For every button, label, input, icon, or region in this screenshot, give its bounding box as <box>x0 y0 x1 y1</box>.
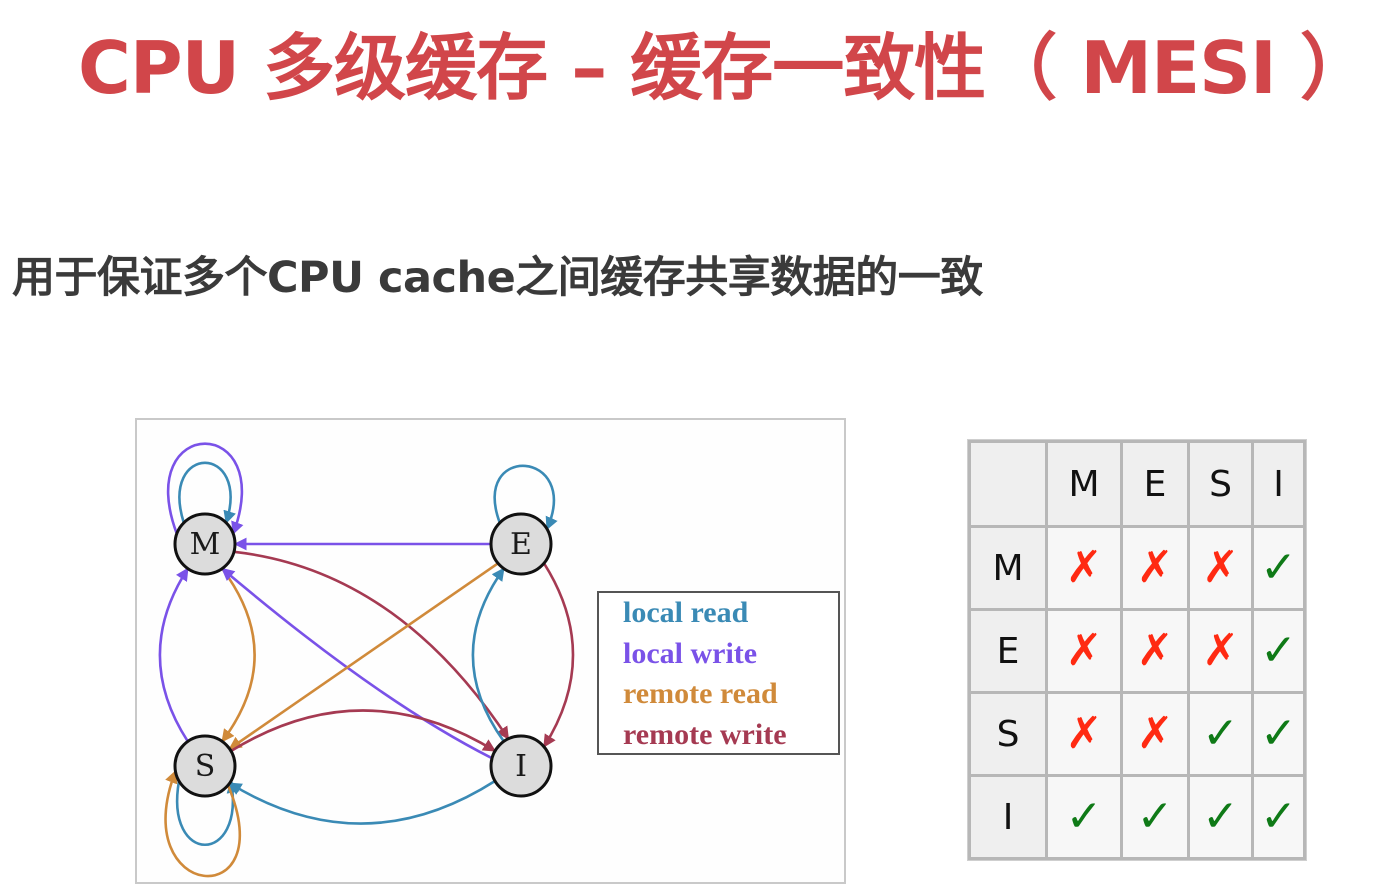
check-icon: ✓ <box>1260 541 1297 593</box>
matrix-cell: ✓ <box>1187 774 1254 860</box>
matrix-row-m: M ✗ ✗ ✗ ✓ <box>968 525 1306 611</box>
cross-icon: ✗ <box>1065 624 1103 676</box>
check-icon: ✓ <box>1065 790 1103 842</box>
edge-s-to-s-local-read <box>175 779 240 847</box>
state-node-circle <box>173 512 237 576</box>
cross-icon: ✗ <box>1065 707 1103 759</box>
cross-icon: ✗ <box>1202 541 1239 593</box>
matrix-cell: ✓ <box>1251 691 1306 777</box>
edge-i-to-m-local-write <box>221 567 493 760</box>
matrix-col-header: E <box>1120 440 1190 528</box>
state-node-e: E <box>489 512 553 576</box>
state-node-label: M <box>190 527 221 562</box>
check-icon: ✓ <box>1260 790 1297 842</box>
matrix-cell: ✓ <box>1120 774 1190 860</box>
cross-icon: ✗ <box>1136 624 1174 676</box>
matrix-row-s: S ✗ ✗ ✓ ✓ <box>968 691 1306 777</box>
cross-icon: ✗ <box>1065 541 1103 593</box>
edge-s-to-m-local-write <box>158 567 189 743</box>
state-node-circle <box>489 734 553 798</box>
mesi-compatibility-matrix: M E S I M✗✗✗✓E✗✗✗✓S✗✗✓✓I✓✓✓✓ <box>968 440 1306 860</box>
check-icon: ✓ <box>1136 790 1174 842</box>
edge-m-to-m-local-read <box>178 461 236 525</box>
matrix-cell: ✗ <box>1187 525 1254 611</box>
matrix-cell: ✗ <box>1045 608 1123 694</box>
edges-layer <box>158 442 575 878</box>
slide-subtitle: 用于保证多个CPU cache之间缓存共享数据的一致 <box>12 253 983 303</box>
edge-s-to-i-remote-write <box>230 709 497 753</box>
legend-item-local-read: local read <box>623 596 749 629</box>
legend-item-remote-write: remote write <box>623 717 787 751</box>
edge-m-to-i-remote-write <box>233 550 510 740</box>
matrix-row-header: E <box>968 608 1048 694</box>
matrix-row-header: S <box>968 691 1048 777</box>
edge-m-to-s-remote-read <box>221 567 256 743</box>
matrix-cell: ✓ <box>1251 774 1306 860</box>
matrix-corner-cell <box>968 440 1048 528</box>
matrix-cell: ✗ <box>1045 691 1123 777</box>
matrix-row-e: E ✗ ✗ ✗ ✓ <box>968 608 1306 694</box>
edge-m-to-m-local-write <box>166 442 244 535</box>
state-node-circle <box>489 512 553 576</box>
matrix-cell: ✗ <box>1120 691 1190 777</box>
matrix-cell: ✓ <box>1251 608 1306 694</box>
edge-i-to-e-local-read <box>471 567 505 743</box>
matrix-row-header: M <box>968 525 1048 611</box>
check-icon: ✓ <box>1260 707 1297 759</box>
matrix-header-row: M E S I <box>968 440 1306 528</box>
matrix-cell: ✗ <box>1120 525 1190 611</box>
matrix-cell: ✗ <box>1045 525 1123 611</box>
cross-icon: ✗ <box>1136 707 1174 759</box>
state-node-label: S <box>195 749 216 784</box>
check-icon: ✓ <box>1202 707 1239 759</box>
state-node-label: I <box>515 749 527 784</box>
edge-i-to-s-local-read <box>228 779 496 825</box>
cross-icon: ✗ <box>1202 624 1239 676</box>
matrix-row-header: I <box>968 774 1048 860</box>
edge-e-to-s-remote-read <box>228 562 499 750</box>
matrix-cell: ✗ <box>1187 608 1254 694</box>
matrix-cell: ✓ <box>1251 525 1306 611</box>
edge-s-to-s-remote-read <box>164 769 242 878</box>
legend-item-local-write: local write <box>623 636 758 670</box>
matrix-cell: ✗ <box>1120 608 1190 694</box>
state-node-label: E <box>510 527 532 562</box>
diagram-legend: local read local write remote read remot… <box>597 591 840 755</box>
matrix-cell: ✓ <box>1187 691 1254 777</box>
slide-title: CPU 多级缓存 – 缓存一致性（ MESI ） <box>78 26 1372 110</box>
check-icon: ✓ <box>1260 624 1297 676</box>
edge-e-to-e-local-read <box>493 464 558 531</box>
state-node-i: I <box>489 734 553 798</box>
matrix-row-i: I ✓ ✓ ✓ ✓ <box>968 774 1306 860</box>
matrix-col-header: I <box>1251 440 1306 528</box>
check-icon: ✓ <box>1202 790 1239 842</box>
state-node-m: M <box>173 512 237 576</box>
state-node-circle <box>173 734 237 798</box>
matrix-col-header: S <box>1187 440 1254 528</box>
edge-e-to-i-remote-write <box>542 562 575 748</box>
state-node-s: S <box>173 734 237 798</box>
cross-icon: ✗ <box>1136 541 1174 593</box>
state-diagram-canvas: M E S I <box>158 442 575 878</box>
legend-item-remote-read: remote read <box>623 677 778 710</box>
matrix-col-header: M <box>1045 440 1123 528</box>
matrix-cell: ✓ <box>1045 774 1123 860</box>
nodes-layer: M E S I <box>173 512 553 798</box>
